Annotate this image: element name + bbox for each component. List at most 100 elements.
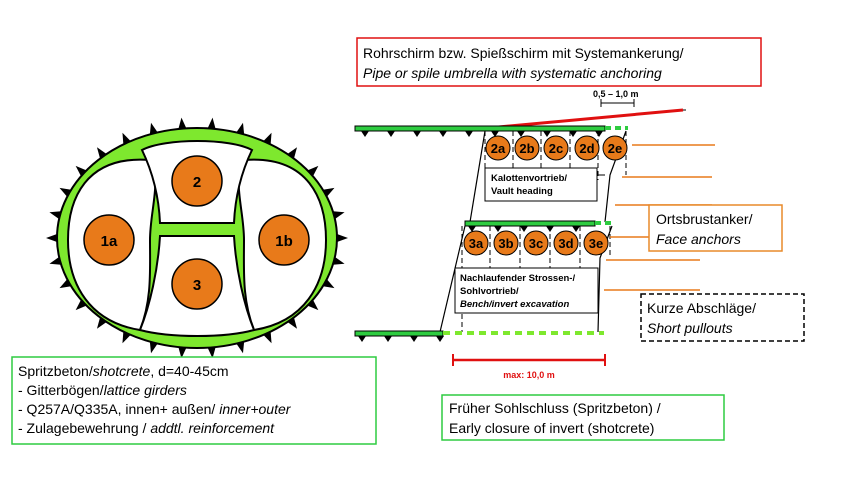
invert-box: Früher Sohlschluss (Spritzbeton) / Early… (441, 394, 725, 441)
stage-label: 2b (519, 141, 534, 156)
rock-bolt (207, 347, 216, 359)
lining-marker (361, 131, 369, 137)
pipe-umbrella (487, 108, 684, 130)
rock-bolt (307, 165, 319, 177)
lining-marker (494, 226, 502, 232)
lining-marker (413, 131, 421, 137)
bench-label-box (454, 267, 599, 314)
max-length-label: max: 10,0 m (503, 370, 555, 380)
stage-circle (523, 230, 549, 256)
rock-bolt (75, 165, 87, 177)
drift-label-2: 2 (193, 174, 201, 191)
heading-label-en: Vault heading (491, 186, 553, 197)
bench-lining (464, 220, 596, 227)
stage-label: 2a (491, 141, 506, 156)
stage-circle (463, 230, 489, 256)
face-anchors-en: Face anchors (656, 231, 741, 247)
shotcrete-line1: Spritzbeton/shotcrete, d=40-45cm (18, 363, 229, 379)
heading-label-de: Kalottenvortrieb/ (491, 173, 567, 184)
rock-bolt (236, 341, 245, 354)
drift-label-3: 3 (193, 277, 201, 294)
rock-bolt (307, 299, 319, 311)
lining-marker (517, 131, 525, 137)
rock-bolt (49, 211, 62, 219)
lining-marker (572, 226, 580, 232)
lining-marker (439, 131, 447, 137)
stage-circle (583, 230, 609, 256)
stage-circle (574, 135, 600, 161)
pullouts-de: Kurze Abschläge/ (647, 300, 756, 316)
stage-circle (485, 135, 511, 161)
stage-label: 2e (608, 141, 622, 156)
rock-bolt (178, 347, 187, 359)
face-anchors-de: Ortsbrustanker/ (656, 211, 753, 227)
invert-lining (354, 330, 444, 337)
rock-bolt (96, 147, 107, 159)
stage-label: 3a (469, 236, 484, 251)
stage-circle (602, 135, 628, 161)
rock-bolt (287, 147, 298, 159)
stage-circle (553, 230, 579, 256)
lining-marker (436, 336, 444, 342)
rock-bolt (332, 211, 345, 219)
pullouts-box: Kurze Abschläge/ Short pullouts (640, 293, 805, 342)
lining-marker (465, 131, 473, 137)
invert-line2: Early closure of invert (shotcrete) (449, 420, 654, 436)
stage-label: 3b (498, 236, 513, 251)
shotcrete-box: Spritzbeton/shotcrete, d=40-45cm - Gitte… (11, 356, 377, 445)
rock-bolt (287, 317, 298, 329)
bench-stages: 3a 3b 3c 3d 3e (463, 230, 609, 256)
rock-bolt (149, 341, 158, 354)
rock-bolt (207, 117, 216, 129)
bench-label-line1: Nachlaufender Strossen-/ (460, 273, 575, 284)
invert-line1: Früher Sohlschluss (Spritzbeton) / (449, 400, 661, 416)
lining-marker (520, 226, 528, 232)
shotcrete-line2: - Gitterbögen/lattice girders (18, 382, 187, 398)
lining-marker (410, 336, 418, 342)
stage-circle (493, 230, 519, 256)
rock-bolt (332, 257, 345, 265)
stage-label: 3c (529, 236, 543, 251)
spacing-label: 0,5 – 1,0 m (593, 89, 639, 99)
stage-label: 3e (589, 236, 603, 251)
rock-bolt (337, 234, 348, 242)
face-anchors-box: Ortsbrustanker/ Face anchors (648, 204, 783, 252)
longitudinal-section: 0,5 – 1,0 m Kalottenvortrieb/ Vault hea (354, 89, 715, 380)
rock-bolt (236, 122, 245, 135)
lining-marker (569, 131, 577, 137)
rock-bolts (46, 117, 348, 359)
heading-label-box (484, 167, 598, 202)
lining-marker (491, 131, 499, 137)
stage-circle (514, 135, 540, 161)
umbrella-box-en: Pipe or spile umbrella with systematic a… (363, 65, 662, 81)
lining-marker (384, 336, 392, 342)
rock-bolt (75, 299, 87, 311)
umbrella-box-de: Rohrschirm bzw. Spießschirm mit Systeman… (363, 45, 684, 61)
rock-bolt (178, 117, 187, 129)
cross-section: 1a 2 1b 3 (46, 117, 348, 359)
shotcrete-line4: - Zulagebewehrung / addtl. reinforcement (18, 420, 275, 436)
lining-marker (468, 226, 476, 232)
lining-marker (358, 336, 366, 342)
rock-bolt (46, 234, 57, 242)
umbrella-box: Rohrschirm bzw. Spießschirm mit Systeman… (356, 37, 762, 87)
stage-label: 3d (558, 236, 573, 251)
shotcrete-line3: - Q257A/Q335A, innen+ außen/ inner+outer (18, 401, 292, 417)
lining-marker (387, 131, 395, 137)
lining-marker (543, 131, 551, 137)
drift-label-1a: 1a (101, 233, 118, 250)
bench-label-line2: Sohlvortrieb/ (460, 286, 519, 297)
bench-label-line3: Bench/invert excavation (460, 299, 569, 310)
crown-lining (354, 125, 606, 132)
stage-label: 2d (579, 141, 594, 156)
rock-bolt (96, 317, 107, 329)
stage-label: 2c (549, 141, 563, 156)
pullouts-en: Short pullouts (647, 320, 733, 336)
stage-circle (543, 135, 569, 161)
rock-bolt (149, 122, 158, 135)
rock-bolt (49, 257, 62, 265)
lining-marker (595, 131, 603, 137)
drift-label-1b: 1b (275, 233, 293, 250)
heading-stages: 2a 2b 2c 2d 2e (485, 135, 628, 161)
